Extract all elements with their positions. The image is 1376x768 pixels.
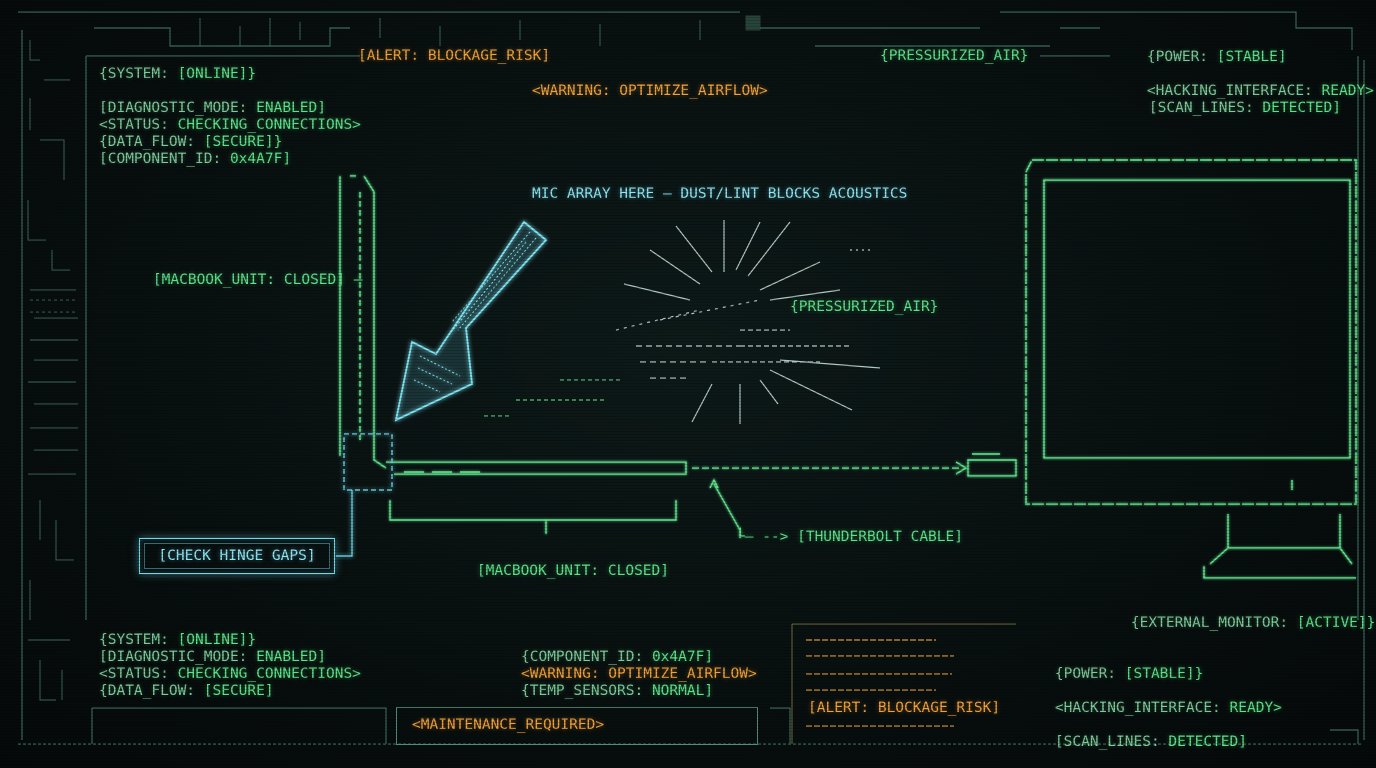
- external-monitor-status: {EXTERNAL_MONITOR: [ACTIVE]}: [1130, 615, 1376, 631]
- bottom-status-data-flow: {DATA_FLOW: [SECURE]: [99, 683, 274, 699]
- status-diagnostic: [DIAGNOSTIC_MODE: ENABLED]: [99, 100, 326, 116]
- status-panel-top: {SYSTEM: [ONLINE]} [DIAGNOSTIC_MODE: ENA…: [99, 66, 361, 168]
- maintenance-required: <MAINTENANCE_REQUIRED>: [412, 717, 605, 733]
- bottom-scan-lines: [SCAN_LINES: DETECTED]: [1054, 734, 1247, 750]
- maintenance-box: [396, 707, 758, 745]
- thunderbolt-cable-label: └— --> [THUNDERBOLT CABLE]: [736, 529, 963, 545]
- left-edge-glyphs: [27, 40, 78, 701]
- status-panel-bottom-left: {SYSTEM: [ONLINE]} [DIAGNOSTIC_MODE: ENA…: [99, 632, 361, 700]
- top-alert-blockage: [ALERT: BLOCKAGE_RISK]: [358, 48, 551, 64]
- mic-array-note: MIC ARRAY HERE — DUST/LINT BLOCKS ACOUST…: [532, 186, 908, 202]
- bottom-hacking-interface: <HACKING_INTERFACE: READY>: [1054, 700, 1282, 716]
- status-status: <STATUS: CHECKING_CONNECTIONS>: [99, 117, 361, 133]
- status-component-id: [COMPONENT_ID: 0x4A7F]: [99, 151, 292, 167]
- bottom-alert-blockage: [ALERT: BLOCKAGE_RISK]: [808, 700, 1001, 716]
- bottom-status-status: <STATUS: CHECKING_CONNECTIONS>: [99, 666, 361, 682]
- top-glyphs: [199, 15, 761, 46]
- laptop-icon: [339, 175, 687, 534]
- cable-arrow-icon: [692, 453, 1017, 538]
- macbook-unit-label-bottom: [MACBOOK_UNIT: CLOSED]: [476, 563, 669, 579]
- diagram-pressurized-air: {PRESSURIZED_AIR}: [790, 299, 939, 315]
- bottom-status-system: {SYSTEM: [ONLINE]}: [99, 632, 257, 648]
- macbook-unit-label-left: [MACBOOK_UNIT: CLOSED] —: [152, 272, 363, 288]
- top-hacking-interface: <HACKING_INTERFACE: READY>: [1146, 83, 1374, 99]
- alert-box-dashes: [806, 639, 954, 727]
- bottom-status-diagnostic: [DIAGNOSTIC_MODE: ENABLED]: [99, 649, 326, 665]
- alert-box-frame: [791, 623, 1016, 744]
- bottom-power: {POWER: [STABLE]}: [1054, 666, 1204, 682]
- status-panel-bottom-mid: {COMPONENT_ID: 0x4A7F] <WARNING: OPTIMIZ…: [521, 649, 757, 700]
- status-data-flow: {DATA_FLOW: [SECURE]}: [99, 134, 283, 150]
- top-power: {POWER: [STABLE]: [1146, 49, 1287, 65]
- bottom-warning-airflow: <WARNING: OPTIMIZE_AIRFLOW>: [521, 666, 757, 682]
- bottom-component-id: {COMPONENT_ID: 0x4A7F]: [521, 649, 714, 665]
- outer-frame: [18, 11, 1365, 745]
- top-scan-lines: [SCAN_LINES: DETECTED]: [1148, 100, 1341, 116]
- air-burst-icon: [484, 220, 881, 424]
- diagonal-arrow-icon: [394, 220, 548, 422]
- hinge-bracket: [336, 433, 393, 557]
- top-warning-airflow: <WARNING: OPTIMIZE_AIRFLOW>: [532, 83, 768, 99]
- status-system: {SYSTEM: [ONLINE]}: [99, 66, 257, 82]
- check-hinge-gaps-label: [CHECK HINGE GAPS]: [158, 548, 316, 564]
- check-hinge-gaps-button[interactable]: [CHECK HINGE GAPS]: [139, 538, 335, 574]
- bottom-temp-sensors: {TEMP_SENSORS: NORMAL]: [521, 683, 714, 699]
- top-pressurized-air: {PRESSURIZED_AIR}: [880, 48, 1029, 64]
- external-monitor-icon: [1025, 159, 1357, 579]
